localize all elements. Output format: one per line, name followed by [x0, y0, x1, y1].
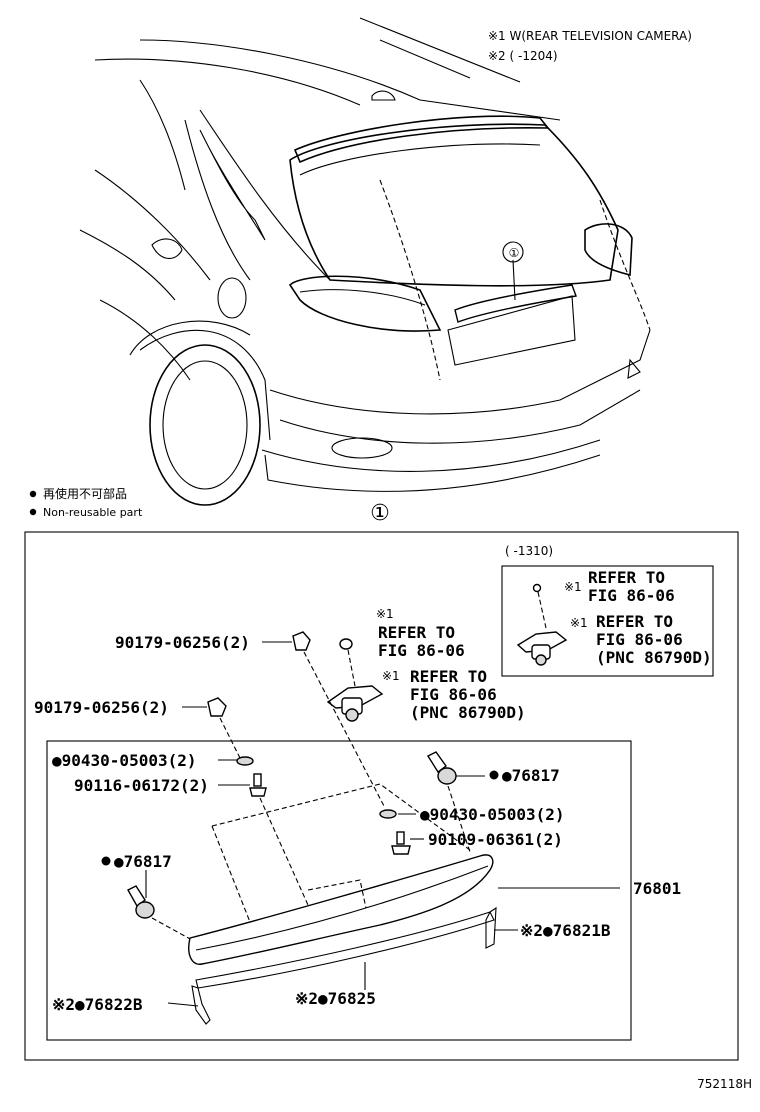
stud-bolt-icon: [249, 773, 267, 797]
upper-ref-line1: REFER TO: [378, 623, 455, 642]
vehicle-callout-number: ①: [509, 246, 520, 260]
inset-ref2-line3: (PNC 86790D): [596, 648, 712, 667]
clip-76817-right-icon: [426, 751, 457, 785]
note-1: ※1 W(REAR TELEVISION CAMERA): [488, 29, 692, 43]
label-76817-right: ●76817: [502, 766, 560, 785]
inset-ref2-line1: REFER TO: [596, 612, 673, 631]
nut-90179-b-icon: [207, 697, 227, 717]
garnish-seal-strip: [191, 906, 497, 1025]
vehicle-illustration: [79, 17, 651, 506]
inset-ref1-line2: FIG 86-06: [588, 586, 675, 605]
label-90430-05003-a: ●90430-05003(2): [52, 751, 197, 770]
note-2: ※2 ( -1204): [488, 49, 558, 63]
lower-ref-line3: (PNC 86790D): [410, 703, 526, 722]
inset-ref2-mark: ※1: [570, 616, 588, 630]
back-door-garnish: [188, 854, 494, 965]
inset-ref2-line2: FIG 86-06: [596, 630, 683, 649]
inset-ref1-mark: ※1: [564, 580, 582, 594]
legend-bullet-icon: [29, 508, 37, 516]
assembly-frame: [46, 740, 632, 1041]
bolt-90109-icon: [391, 831, 411, 855]
label-90116-06172: 90116-06172(2): [74, 776, 209, 795]
rear-camera-icon: [326, 685, 384, 722]
label-76801: 76801: [633, 879, 681, 898]
label-90179-06256-a: 90179-06256(2): [115, 633, 250, 652]
inset-camera-icon: [516, 631, 568, 666]
detail-callout-number: ①: [370, 501, 390, 526]
label-90430-05003-b: ●90430-05003(2): [420, 805, 565, 824]
ref-nut-icon: [339, 638, 353, 650]
inset-ref1-line1: REFER TO: [588, 568, 665, 587]
lower-ref-line1: REFER TO: [410, 667, 487, 686]
detail-frame: [24, 531, 739, 1061]
upper-ref-line2: FIG 86-06: [378, 641, 465, 660]
diagram-id: 752118H: [697, 1077, 752, 1091]
inset-nut-icon: [532, 583, 542, 593]
legend-bullet-icon: [29, 490, 37, 498]
label-76821b: ※2●76821B: [520, 921, 611, 940]
label-76817-left: ●76817: [114, 852, 172, 871]
label-76822b: ※2●76822B: [52, 995, 143, 1014]
label-90179-06256-b: 90179-06256(2): [34, 698, 169, 717]
legend-jp: 再使用不可部品: [43, 486, 127, 501]
label-76825: ※2●76825: [295, 989, 376, 1008]
inset-box: [501, 565, 714, 677]
label-90109-06361: 90109-06361(2): [428, 830, 563, 849]
washer-b-icon: [379, 809, 397, 819]
washer-a-icon: [236, 756, 254, 766]
nut-90179-a-icon: [292, 631, 311, 651]
inset-range: ( -1310): [505, 544, 553, 558]
lower-ref-mark: ※1: [382, 669, 400, 683]
upper-ref-mark: ※1: [376, 607, 394, 621]
lower-ref-line2: FIG 86-06: [410, 685, 497, 704]
legend-en: Non-reusable part: [43, 506, 143, 519]
clip-76817-left-icon: [127, 885, 155, 919]
